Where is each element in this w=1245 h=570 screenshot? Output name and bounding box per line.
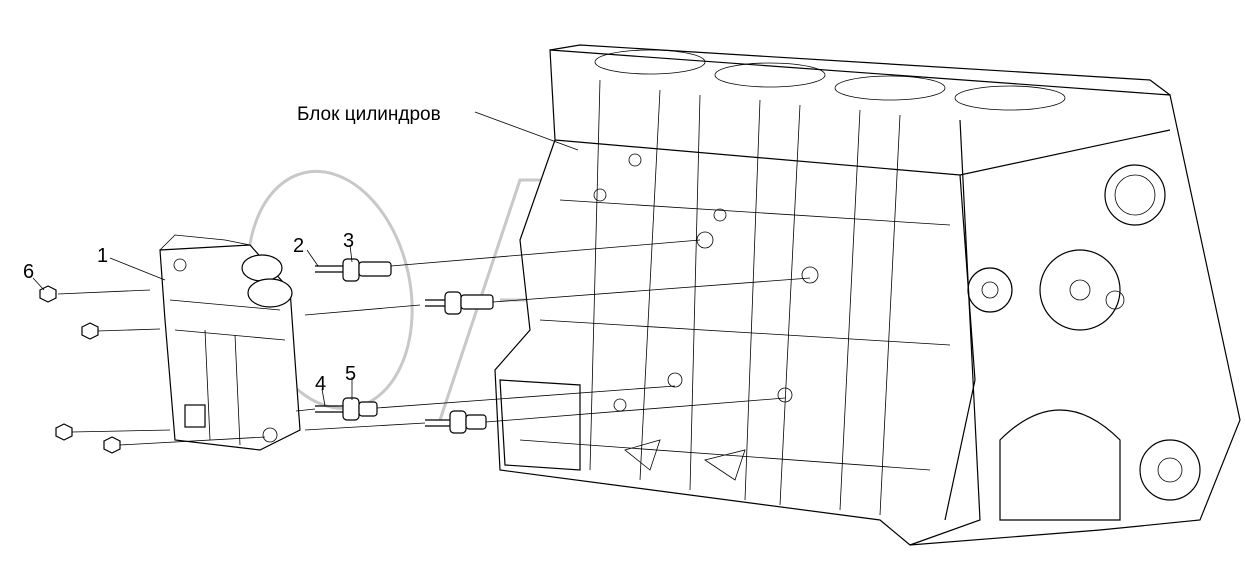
callout-2: 2 (293, 235, 304, 257)
cylinder-block-label: Блок цилиндров (297, 104, 441, 125)
leader-lines (32, 111, 579, 407)
callout-1: 1 (97, 245, 108, 267)
assembly-axes (57, 239, 811, 446)
callout-4: 4 (315, 373, 326, 395)
cylinder-block (494, 44, 1241, 546)
callout-5: 5 (345, 363, 356, 385)
callout-3: 3 (343, 230, 354, 252)
studs-and-spacers (315, 258, 494, 434)
nuts (39, 285, 121, 454)
pump-assembly (159, 234, 301, 451)
callout-6: 6 (23, 261, 34, 283)
